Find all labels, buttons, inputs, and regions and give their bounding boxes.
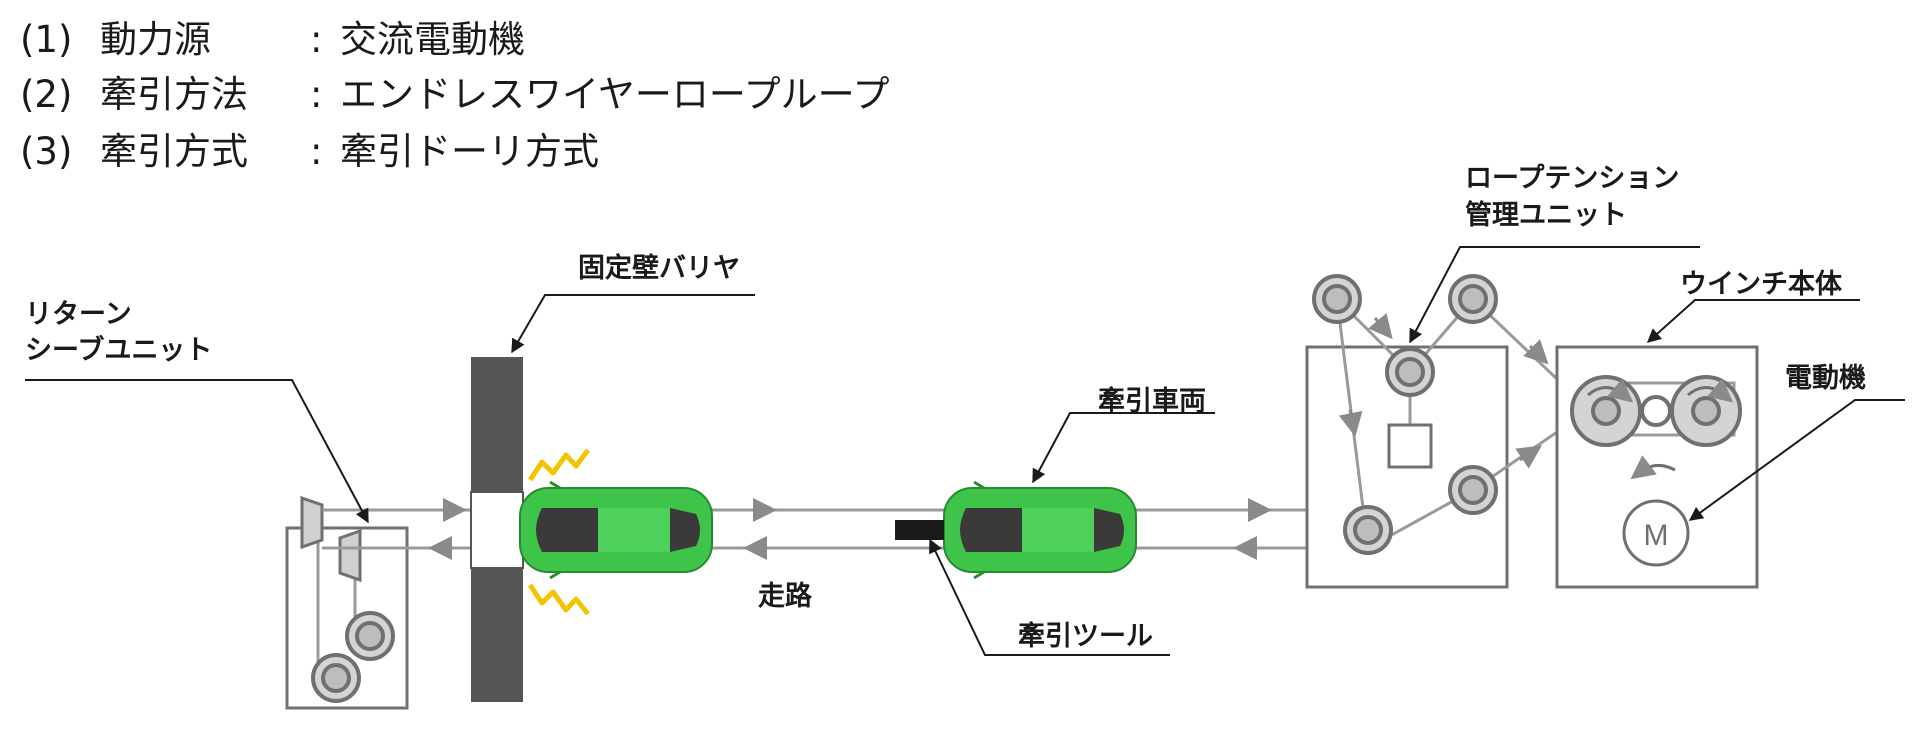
spec-key: 動力源 <box>100 18 211 61</box>
motor-symbol: M <box>1644 519 1669 552</box>
leader-lines <box>25 246 1905 656</box>
tow-vehicle <box>943 480 1137 580</box>
label-track: 走路 <box>758 581 812 612</box>
spec-value: 牽引ドーリ方式 <box>340 130 599 173</box>
label-return-sheave-1: リターン <box>25 299 132 330</box>
spec-key: 牽引方式 <box>100 130 248 173</box>
label-tow-tool: 牽引ツール <box>1018 621 1153 652</box>
tow-tool <box>895 520 944 540</box>
spec-line-2: (2) 牽引方法: エンドレスワイヤーロープループ <box>20 73 889 117</box>
label-tension-1: ロープテンション <box>1465 163 1680 194</box>
label-fixed-barrier: 固定壁バリヤ <box>578 253 740 284</box>
fixed-wall-barrier <box>470 357 524 702</box>
spec-value: エンドレスワイヤーロープループ <box>340 73 890 116</box>
rope-tension-unit <box>1305 274 1602 589</box>
spec-sep: : <box>310 18 323 61</box>
winch-drum <box>1570 375 1742 480</box>
spec-line-1: (1) 動力源: 交流電動機 <box>20 18 525 62</box>
spec-sep: : <box>310 130 323 173</box>
label-motor: 電動機 <box>1785 363 1866 394</box>
spec-num: (2) <box>20 73 73 116</box>
spec-num: (3) <box>20 130 73 173</box>
motor: M <box>1622 499 1690 567</box>
spec-line-3: (3) 牽引方式: 牽引ドーリ方式 <box>20 130 599 174</box>
spec-sep: : <box>310 73 323 116</box>
spec-key: 牽引方法 <box>100 73 248 116</box>
crash-car <box>519 480 713 580</box>
impact-mark <box>527 448 590 616</box>
label-tension-2: 管理ユニット <box>1465 200 1627 231</box>
winch-body: M <box>1555 345 1759 589</box>
spec-num: (1) <box>20 18 73 61</box>
return-sheave-unit <box>285 495 409 710</box>
label-winch-body: ウインチ本体 <box>1680 269 1842 300</box>
label-tow-vehicle: 牽引車両 <box>1098 386 1206 417</box>
spec-value: 交流電動機 <box>340 18 525 61</box>
label-return-sheave-2: シーブユニット <box>25 335 213 366</box>
